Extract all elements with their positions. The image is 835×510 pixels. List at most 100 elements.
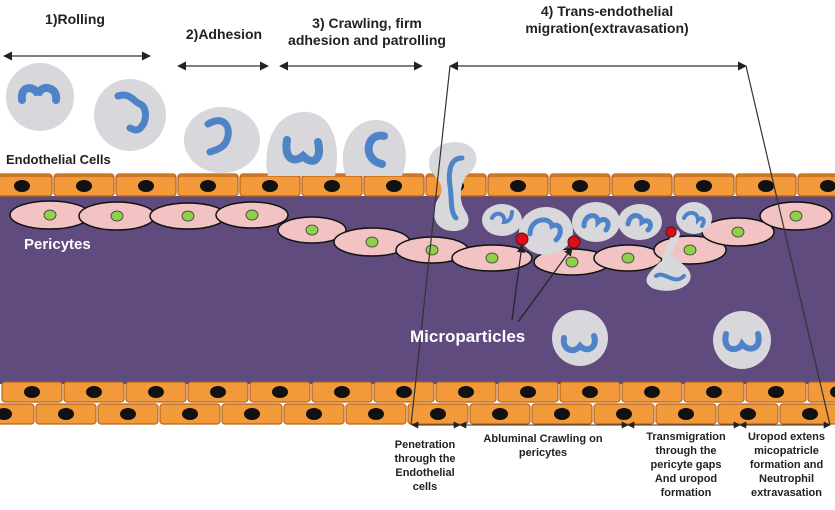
endothelial-cell	[683, 381, 745, 403]
endothelial-cell	[745, 381, 807, 403]
penetration-label: Penetration through the Endothelial cell…	[384, 438, 466, 494]
endothelial-cell	[735, 175, 797, 197]
endothelial-cell	[797, 175, 835, 197]
endothelial-cell	[125, 381, 187, 403]
endothelial-cell	[611, 175, 673, 197]
transmigration-line-4: And uropod	[654, 473, 718, 485]
pericyte-cell	[333, 227, 411, 257]
penetration-line-4: cells	[412, 481, 438, 493]
endothelial-cell	[593, 403, 655, 425]
penetration-line-2: through the	[394, 453, 456, 465]
microparticle-3	[665, 226, 677, 238]
endothelial-layer-top	[0, 173, 835, 197]
leukocyte-rolling-1	[6, 63, 74, 131]
endothelial-cell	[407, 403, 469, 425]
pericyte-cell	[701, 217, 775, 247]
endothelial-cell	[239, 175, 301, 197]
endothelial-cell	[655, 403, 717, 425]
pericyte-cell	[759, 201, 833, 231]
endothelial-cell	[717, 403, 779, 425]
zoom-line-left	[410, 65, 451, 426]
pericyte-cell	[277, 216, 347, 244]
endothelial-cell	[63, 381, 125, 403]
endothelial-cell	[345, 403, 407, 425]
endothelial-cell	[549, 175, 611, 197]
endothelial-cell	[435, 381, 497, 403]
pericyte-cell	[451, 244, 533, 272]
leukocyte-lumen-2	[713, 311, 771, 369]
endothelial-cell	[0, 175, 53, 197]
endothelial-cell	[221, 403, 283, 425]
endothelial-cell	[187, 381, 249, 403]
endothelial-cell	[0, 403, 35, 425]
endothelial-cell	[363, 175, 425, 197]
endothelial-cell	[469, 403, 531, 425]
endothelial-cell	[531, 403, 593, 425]
leukocyte-transmigrating	[646, 202, 712, 291]
leukocyte-rolling-2	[94, 79, 166, 151]
endothelial-cell	[301, 175, 363, 197]
leukocyte-abluminal-4	[618, 204, 662, 240]
endothelial-cells-label: Endothelial Cells	[6, 152, 111, 167]
leukocyte-adhesion	[184, 107, 260, 173]
microparticle-1	[515, 232, 529, 246]
endothelial-cell	[373, 381, 435, 403]
pericyte-cell	[9, 200, 91, 230]
endothelial-cell	[621, 381, 683, 403]
endothelial-cell	[1, 381, 63, 403]
endothelial-cell	[807, 381, 835, 403]
transmigration-label: Transmigration through the pericyte gaps…	[636, 430, 736, 500]
transmigration-line-3: pericyte gaps	[650, 459, 722, 471]
endothelial-cell	[283, 403, 345, 425]
penetration-line-3: Endothelial	[395, 467, 455, 479]
stage-crawling-label: 3) Crawling, firm adhesion and patrollin…	[282, 15, 452, 49]
pericytes-label: Pericytes	[24, 236, 91, 253]
stage-crawling-line-2: adhesion and patrolling	[288, 32, 446, 48]
stage-rolling-label: 1)Rolling	[45, 11, 105, 27]
uropod-line-3: formation and	[749, 459, 824, 471]
stage-crawling-line-1: 3) Crawling, firm	[312, 15, 422, 31]
leukocyte-abluminal-2	[519, 207, 573, 255]
leukocyte-lumen-1	[552, 310, 608, 366]
zoom-line-right	[745, 65, 831, 426]
microparticle-arrow-1	[511, 244, 526, 321]
endothelial-layer-bottom	[0, 381, 835, 425]
uropod-line-1: Uropod extens	[747, 431, 825, 443]
leukocyte-crawling-1	[266, 111, 337, 176]
endothelial-cell	[497, 381, 559, 403]
abluminal-line-1: Abluminal Crawling on	[483, 433, 603, 445]
pericyte-cell	[593, 244, 663, 272]
pericyte-cell	[149, 202, 227, 230]
uropod-label: Uropod extens micopatricle formation and…	[740, 430, 833, 500]
leukocyte-crawling-2	[342, 120, 406, 176]
endothelial-cell	[779, 403, 835, 425]
endothelial-cell	[35, 403, 97, 425]
stage-transendothelial-line-2: migration(extravasation)	[525, 20, 689, 36]
endothelial-cell	[311, 381, 373, 403]
leukocyte-abluminal-3	[572, 202, 620, 242]
microparticles-label: Microparticles	[410, 327, 526, 346]
abluminal-line-2: pericytes	[518, 447, 568, 459]
penetration-line-1: Penetration	[394, 439, 456, 451]
transmigration-line-1: Transmigration	[646, 431, 726, 443]
transmigration-line-5: formation	[660, 487, 712, 499]
stage-transendothelial-line-1: 4) Trans-endothelial	[540, 3, 674, 19]
stage-transendothelial-label: 4) Trans-endothelial migration(extravasa…	[502, 3, 712, 37]
transmigration-line-2: through the	[655, 445, 717, 457]
endothelial-cell	[559, 381, 621, 403]
microparticle-arrow-2	[517, 247, 573, 323]
endothelial-cell	[249, 381, 311, 403]
leukocyte-penetrating	[429, 142, 477, 232]
pericyte-cell	[78, 201, 156, 231]
endothelial-cell	[177, 175, 239, 197]
microparticle-2	[567, 235, 581, 249]
endothelial-cell	[159, 403, 221, 425]
endothelial-cell	[115, 175, 177, 197]
endothelial-cell	[673, 175, 735, 197]
endothelial-cell	[53, 175, 115, 197]
stage-adhesion-label: 2)Adhesion	[185, 26, 263, 42]
endothelial-cell	[487, 175, 549, 197]
uropod-line-5: extravasation	[751, 487, 822, 499]
uropod-line-4: Neutrophil	[759, 473, 814, 485]
uropod-line-2: micopatricle	[754, 445, 819, 457]
